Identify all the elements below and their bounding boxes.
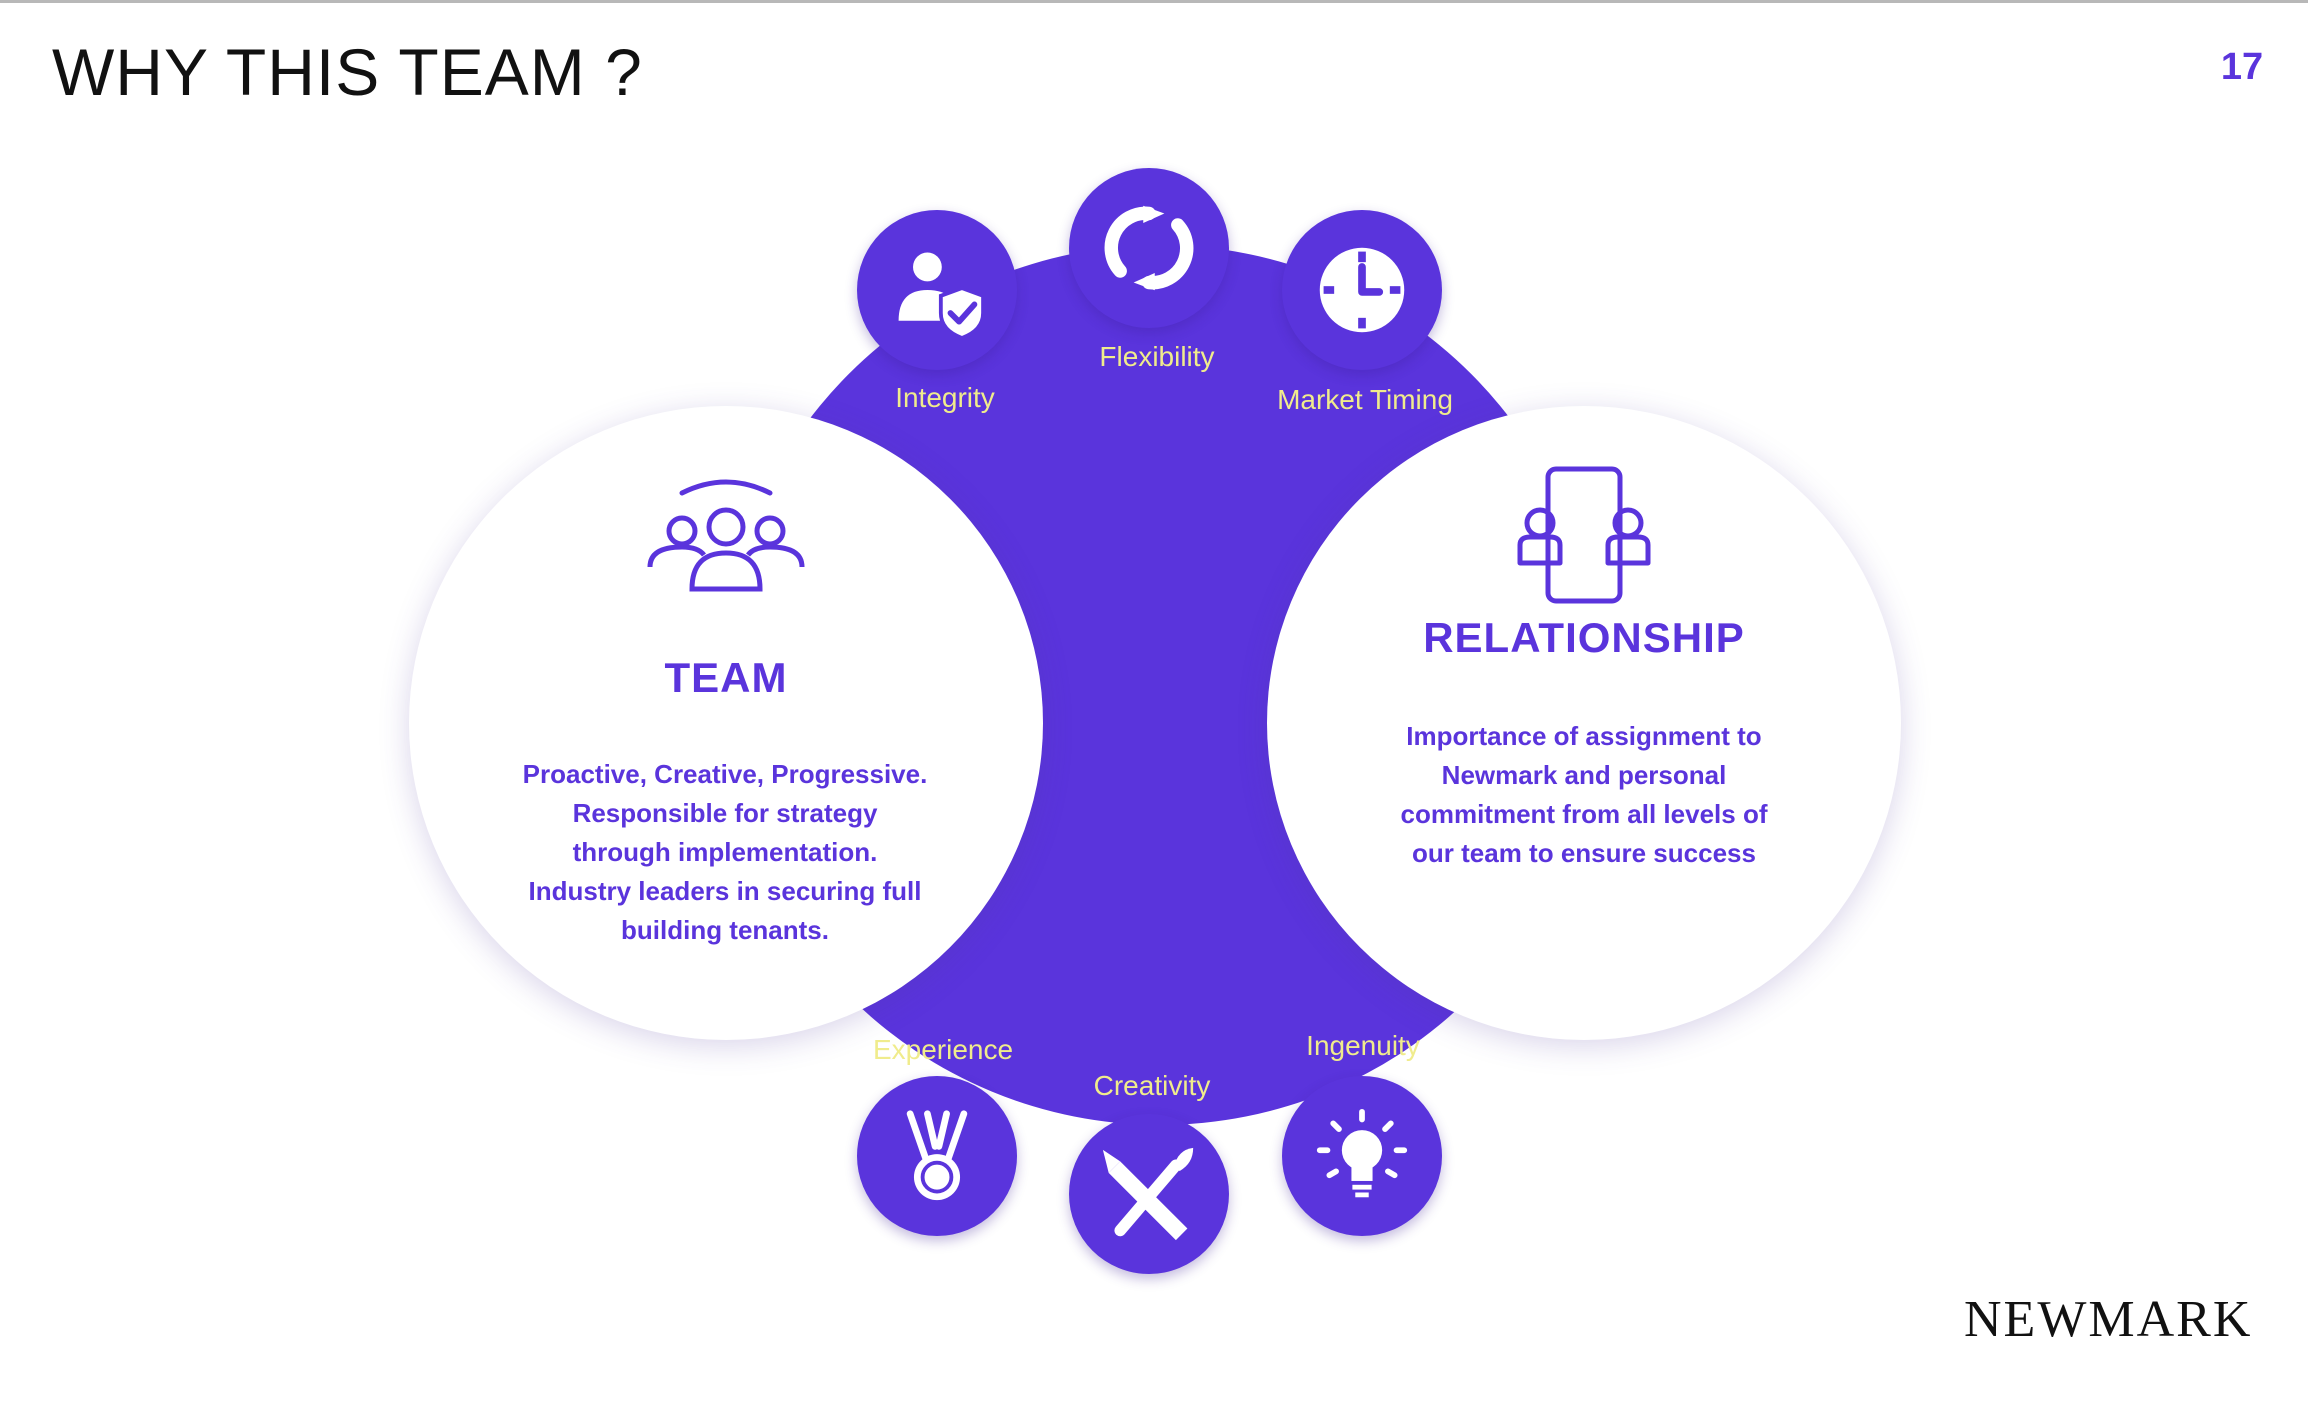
experience-bubble <box>857 1076 1017 1236</box>
team-description-line: Proactive, Creative, Progressive. <box>522 759 928 789</box>
market-timing-label: Market Timing <box>1277 384 1453 415</box>
team-description-line: building tenants. <box>621 915 829 945</box>
team-description-line: Responsible for strategy <box>572 798 878 828</box>
page-number: 17 <box>2220 46 2264 88</box>
relationship-heading: RELATIONSHIP <box>1423 614 1745 661</box>
creativity-bubble <box>1069 1114 1229 1274</box>
market-timing-bubble <box>1282 210 1442 370</box>
relationship-description: Importance of assignment to Newmark and … <box>1334 717 1834 873</box>
team-group-icon <box>647 479 805 592</box>
team-description: Proactive, Creative, Progressive. Respon… <box>470 755 980 950</box>
relationship-description-line: our team to ensure success <box>1412 838 1756 868</box>
pencil-brush-icon <box>1102 1147 1194 1241</box>
team-description-line: Industry leaders in securing full <box>528 876 922 906</box>
ingenuity-bubble <box>1282 1076 1442 1236</box>
user-shield-icon <box>898 252 985 338</box>
team-description-line: through implementation. <box>572 837 878 867</box>
light-bulb-icon <box>1316 1108 1408 1198</box>
newmark-logo: NEWMARK <box>1964 1291 2253 1348</box>
top-divider <box>0 0 2308 3</box>
ingenuity-label: Ingenuity <box>1306 1030 1420 1061</box>
integrity-bubble <box>857 210 1017 370</box>
relationship-description-line: commitment from all levels of <box>1400 799 1768 829</box>
people-device-icon <box>1517 466 1651 604</box>
experience-label: Experience <box>872 1034 1014 1065</box>
flexibility-label: Flexibility <box>1099 341 1215 372</box>
relationship-description-line: Importance of assignment to <box>1406 721 1762 751</box>
relationship-circle <box>1267 406 1901 1040</box>
flexibility-bubble <box>1069 168 1229 328</box>
page-title: WHY THIS TEAM ? <box>52 35 643 109</box>
relationship-description-line: Newmark and personal <box>1441 760 1727 790</box>
medal-icon <box>906 1110 968 1201</box>
creativity-label: Creativity <box>1093 1070 1211 1101</box>
team-heading: TEAM <box>664 654 788 701</box>
integrity-label: Integrity <box>895 382 995 413</box>
clock-icon <box>1319 247 1405 333</box>
sync-arrows-icon <box>1104 205 1194 291</box>
